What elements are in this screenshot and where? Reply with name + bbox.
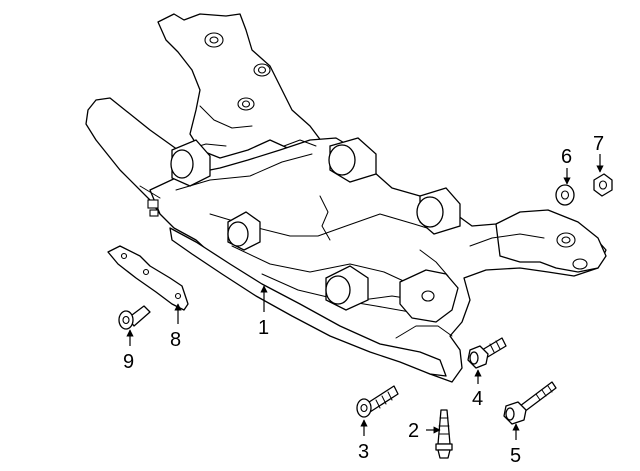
bushing-center-rear bbox=[328, 137, 377, 183]
flange-bolt-4 bbox=[467, 337, 507, 369]
callout-8: 8 bbox=[170, 329, 181, 351]
callout-9: 9 bbox=[123, 351, 134, 373]
long-bolt-5 bbox=[503, 381, 557, 425]
callout-2: 2 bbox=[408, 420, 419, 442]
callout-4: 4 bbox=[472, 388, 483, 410]
callout-3: 3 bbox=[358, 441, 369, 463]
bushing-right-rear bbox=[416, 187, 461, 235]
bracket bbox=[107, 245, 189, 311]
washer-6 bbox=[555, 184, 575, 206]
bushing-center bbox=[227, 211, 261, 251]
callout-5: 5 bbox=[510, 445, 521, 467]
callout-1: 1 bbox=[258, 317, 269, 339]
bolt-3 bbox=[356, 385, 399, 418]
callout-7: 7 bbox=[593, 133, 604, 155]
bushing-left-rear bbox=[170, 139, 211, 187]
callout-6: 6 bbox=[561, 146, 572, 168]
subframe-crossmember bbox=[85, 13, 607, 383]
bushing-front bbox=[325, 265, 369, 311]
stud-bolt-2 bbox=[435, 409, 453, 459]
nut-7 bbox=[593, 173, 613, 197]
bolt-9 bbox=[118, 305, 151, 330]
